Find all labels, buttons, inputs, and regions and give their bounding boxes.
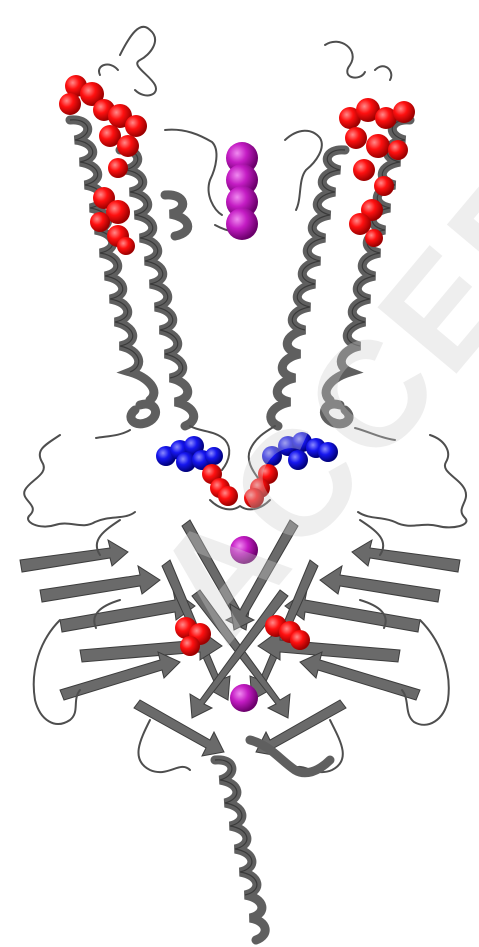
right-helix-bundle	[249, 120, 410, 478]
left-outer-coil	[24, 435, 135, 527]
red-spheres-middle	[202, 464, 278, 508]
right-outer-coil	[358, 435, 466, 527]
magenta-sphere-column	[226, 142, 258, 240]
top-left-loop	[99, 27, 156, 96]
blue-spheres-right	[262, 432, 338, 470]
c-terminal-helix	[215, 740, 330, 940]
top-right-loop	[325, 42, 391, 80]
left-helix-bundle	[70, 120, 229, 470]
